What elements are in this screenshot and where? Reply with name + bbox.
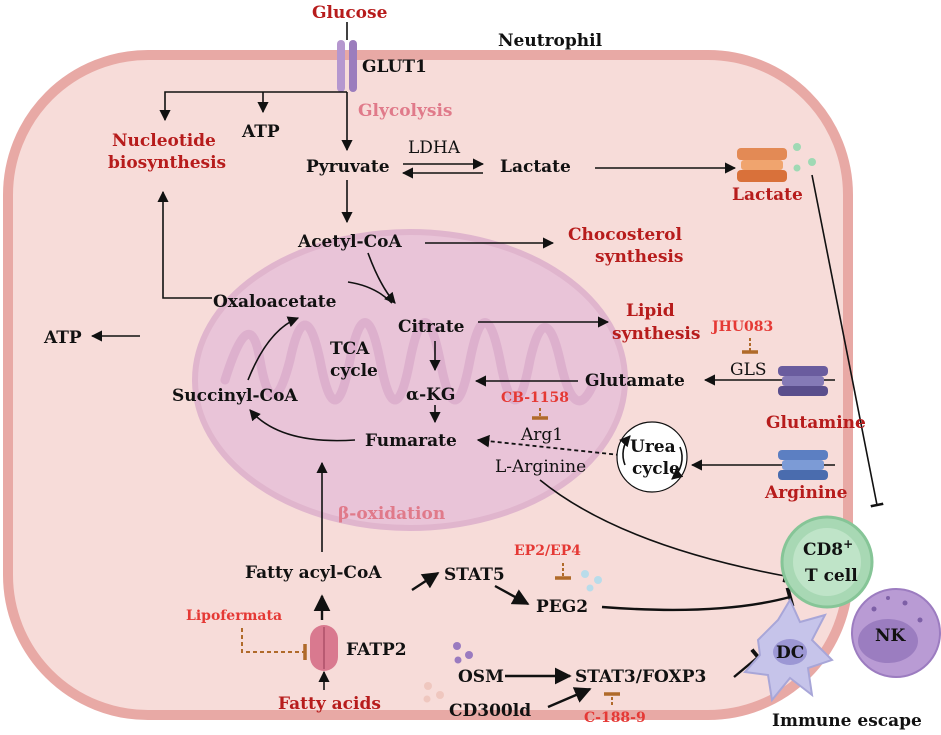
beta-oxidation-label: β-oxidation [338,504,445,524]
fatty-acyl-coa-label: Fatty acyl-CoA [245,563,382,583]
acetyl-coa-label: Acetyl-CoA [297,232,402,252]
tca-label-1: TCA [330,339,370,359]
nk-label: NK [875,626,907,646]
cd8-superscript: + [843,537,853,551]
ep2ep4-label: EP2/EP4 [514,543,581,559]
lipid-label-2: synthesis [612,324,700,344]
glucose-label: Glucose [312,3,388,23]
urea-label-2: cycle [632,459,680,479]
pyruvate-label: Pyruvate [306,157,390,177]
atp-left-label: ATP [43,328,82,348]
cd300-dot-1 [424,682,432,690]
osm-dot-1 [453,642,461,650]
nucleotide-label-1: Nucleotide [112,131,216,151]
ldha-label: LDHA [408,138,461,158]
cb1158-label: CB-1158 [501,390,569,406]
glutamine-transporter [778,366,828,396]
lactate-dot-3 [793,164,801,172]
peg2-label: PEG2 [536,597,588,617]
chocosterol-label-2: synthesis [595,247,683,267]
nucleotide-label-2: biosynthesis [108,153,226,173]
cd8-t-cell [780,515,874,609]
mitochondrion [192,229,628,531]
lipid-label-1: Lipid [626,301,675,321]
cd8-label: CD8+ [803,537,853,560]
glycolysis-label: Glycolysis [358,101,452,121]
glutamate-label: Glutamate [585,371,685,391]
lipofermata-label: Lipofermata [186,608,282,624]
lactate-inner-label: Lactate [500,157,571,177]
jhu083-label: JHU083 [710,319,773,335]
akg-label: α-KG [406,385,455,405]
fumarate-label: Fumarate [365,431,457,451]
fatty-acids-label: Fatty acids [278,694,381,714]
osm-dot-2 [465,651,473,659]
arginine-label: Arginine [764,483,848,503]
peg2-dot-3 [586,584,594,592]
dc-label: DC [776,643,804,663]
diagram-title: Neutrophil [498,31,603,51]
peg2-dot-2 [594,576,602,584]
fatp2-label: FATP2 [346,640,407,660]
urea-label-1: Urea [630,437,676,457]
succinyl-coa-label: Succinyl-CoA [172,386,298,406]
lactate-outer-label: Lactate [732,185,803,205]
lactate-transporter [737,148,787,182]
c188-label: C-188-9 [584,710,646,726]
glut1-transporter [337,40,357,92]
glut1-label: GLUT1 [362,57,427,77]
t-cell-label: T cell [805,566,858,586]
glutamine-label: Glutamine [766,413,866,433]
arginine-transporter [778,450,828,480]
arg1-label: Arg1 [520,425,563,445]
stat5-label: STAT5 [444,565,505,585]
peg2-dot-1 [581,570,589,578]
lactate-dot-1 [793,143,801,151]
cd300ld-label: CD300ld [449,701,531,721]
immune-escape-label: Immune escape [772,711,922,731]
urea-cycle [616,421,688,493]
fatp2-transporter [310,625,338,671]
nk-cell [851,588,941,678]
atp-top-label: ATP [241,122,280,142]
osm-label: OSM [458,667,504,687]
l-arginine-label: L-Arginine [495,457,586,477]
chocosterol-label-1: Chocosterol [568,225,682,245]
cd300-dot-3 [423,695,431,703]
lactate-dot-2 [808,158,816,166]
oxaloacetate-label: Oxaloacetate [213,292,337,312]
stat3-foxp3-label: STAT3/FOXP3 [575,667,706,687]
tca-label-2: cycle [330,361,378,381]
dendritic-cell [743,597,834,703]
citrate-label: Citrate [398,317,465,337]
cd8-main-text: CD8 [803,540,843,560]
cd300-dot-2 [436,691,444,699]
gls-label: GLS [730,360,767,380]
osm-dot-3 [454,656,462,664]
